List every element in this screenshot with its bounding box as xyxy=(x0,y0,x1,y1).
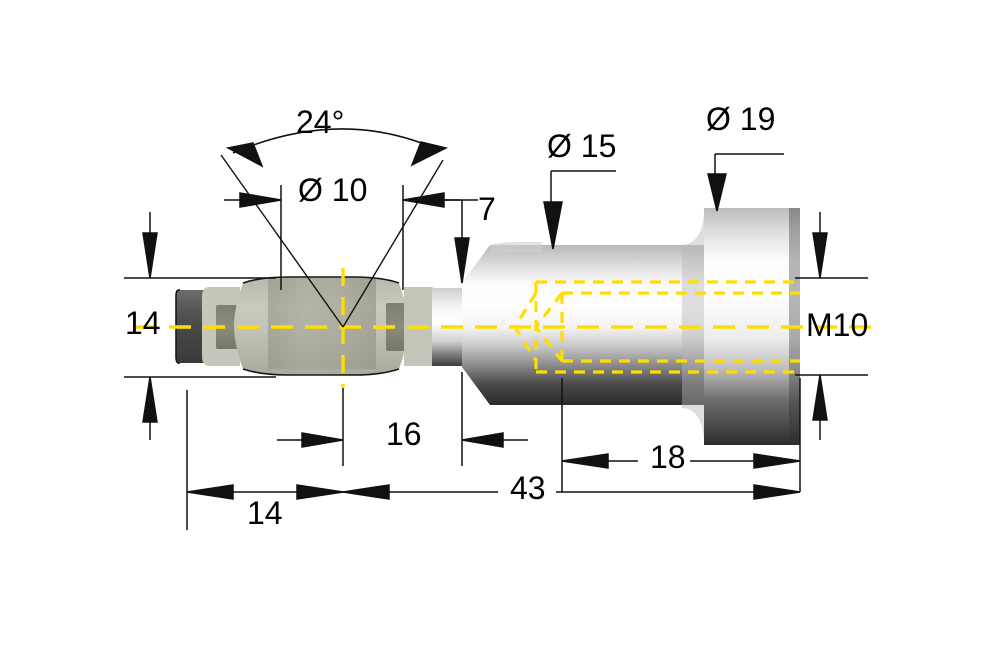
dim-label-m10: M10 xyxy=(806,307,869,343)
dia10-arrow-right xyxy=(402,192,445,208)
dim14B-arrow-right xyxy=(296,484,344,500)
dim-7 xyxy=(440,199,478,284)
angle-arrow-right xyxy=(410,141,449,167)
angle-leg-right xyxy=(342,159,444,328)
shank-body xyxy=(462,245,710,405)
hidden-drill-point-inner xyxy=(533,292,564,362)
dim-label-7: 7 xyxy=(478,191,496,227)
hidden-lines xyxy=(513,280,800,374)
dim-label-16: 16 xyxy=(386,416,422,452)
ball-bore-core xyxy=(268,278,376,369)
dim18-arrow-right xyxy=(753,453,801,469)
dim-label-dia-19: Ø 19 xyxy=(706,101,776,137)
dimension-lines xyxy=(124,128,868,530)
m10-arrow-bot xyxy=(812,374,828,421)
shank-taper-top-fillet xyxy=(490,242,542,255)
dim-dia-15 xyxy=(543,170,616,250)
dim18-arrow-left xyxy=(561,453,609,469)
dim-angle-24 xyxy=(220,128,449,328)
dim-label-14-bottom: 14 xyxy=(247,495,283,531)
dim-dia-19 xyxy=(707,153,784,212)
dim-dia-10 xyxy=(224,185,460,290)
angle-arrow-left xyxy=(225,142,264,168)
dim16-arrow-right xyxy=(461,432,504,448)
angle-arc xyxy=(232,128,442,154)
dim-14-bottom xyxy=(186,390,344,530)
dim-label-dia-10: Ø 10 xyxy=(298,172,368,208)
m10-arrow-top xyxy=(812,232,828,279)
dim14L-arrow-top xyxy=(142,232,158,279)
dim-43 xyxy=(342,484,801,500)
dim-label-dia-15: Ø 15 xyxy=(547,128,617,164)
dim-14-left xyxy=(124,212,276,440)
dim16-arrow-left xyxy=(301,432,344,448)
dim14L-arrow-bot xyxy=(142,376,158,423)
dim7-arrow xyxy=(454,237,470,284)
dim-16 xyxy=(277,372,528,466)
dim-label-14-left: 14 xyxy=(125,305,161,341)
dia15-arrow xyxy=(543,201,563,250)
dim-label-43: 43 xyxy=(510,470,546,506)
dia19-arrow xyxy=(707,173,727,212)
dim14B-arrow-left xyxy=(186,484,234,500)
dim-m10 xyxy=(795,212,868,440)
centreline-group xyxy=(135,268,880,388)
dia10-arrow-left xyxy=(239,192,282,208)
angle-leg-left xyxy=(220,154,344,328)
dim-18 xyxy=(561,378,801,492)
dim-label-18: 18 xyxy=(650,439,686,475)
dim43-arrow-left xyxy=(342,484,390,500)
dim-label-angle-24: 24° xyxy=(296,104,345,140)
dim43-arrow-right xyxy=(753,484,801,500)
